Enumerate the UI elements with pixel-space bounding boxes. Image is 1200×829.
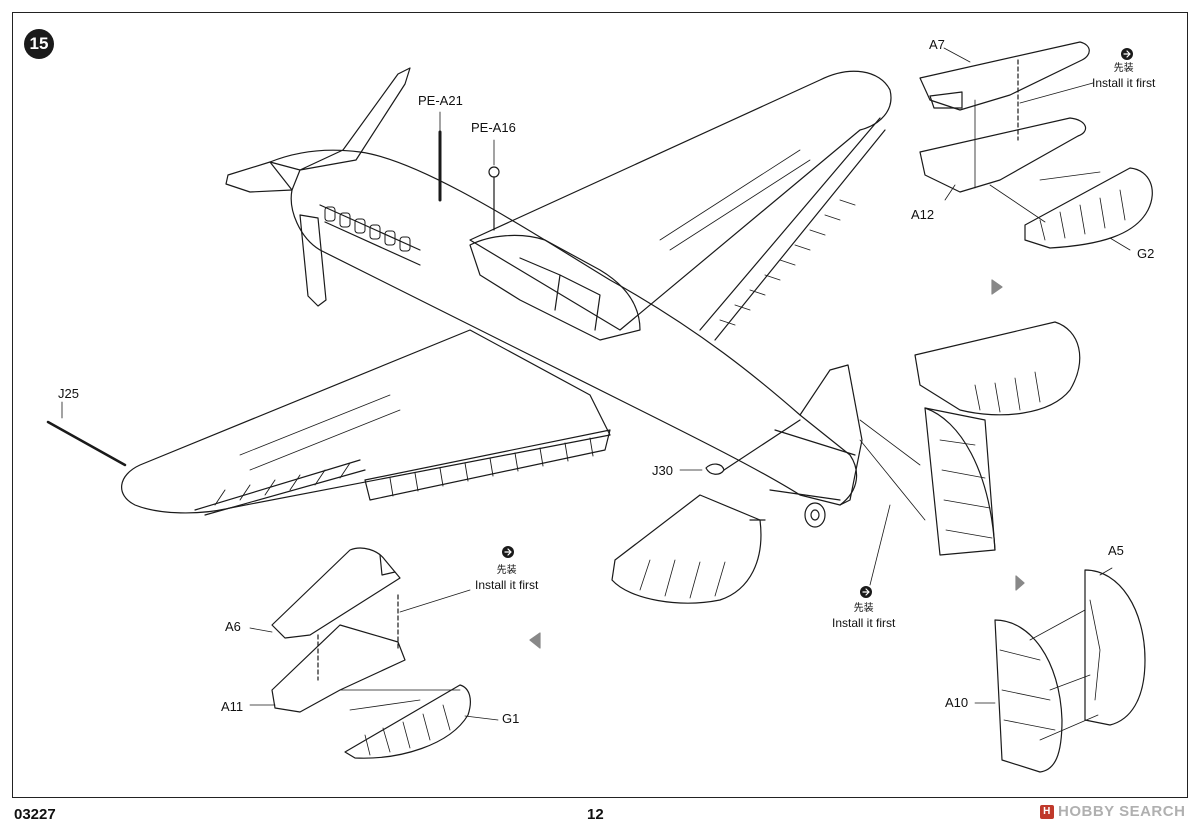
label-j30: J30 <box>652 463 673 478</box>
left-stabilizer-assembled <box>611 494 766 604</box>
aircraft <box>46 67 892 528</box>
label-pe-a21: PE-A21 <box>418 93 463 108</box>
install-first-note-bottom-center: 先装 Install it first <box>832 602 895 630</box>
label-g2: G2 <box>1137 246 1155 261</box>
label-a6: A6 <box>225 619 241 634</box>
install-first-en: Install it first <box>475 578 539 592</box>
install-first-en: Install it first <box>832 616 896 630</box>
rudder-assembly <box>974 567 1146 773</box>
install-first-cn: 先装 <box>853 603 874 614</box>
hobby-search-logo-icon: H <box>1040 805 1054 820</box>
step-number-badge: 15 <box>24 29 54 59</box>
antenna-ring-pe-a16 <box>488 166 500 178</box>
pitot-tube-j25 <box>46 420 127 467</box>
tailwheel <box>804 502 826 528</box>
part-g1 <box>344 684 471 759</box>
label-a10: A10 <box>945 695 969 710</box>
vertical-tail <box>799 364 863 506</box>
left-stabilizer-mid <box>611 494 762 604</box>
propeller-blade-bottom <box>299 214 327 307</box>
left-flap <box>364 429 611 501</box>
label-a11: A11 <box>221 699 244 714</box>
product-code: 03227 <box>14 806 56 823</box>
part-g2 <box>1024 167 1153 249</box>
stabilizer-assembled-right <box>859 321 1081 591</box>
install-first-cn: 先装 <box>496 565 517 576</box>
rudder-assembled <box>924 407 996 556</box>
watermark: H HOBBY SEARCH <box>1040 803 1185 820</box>
right-stabilizer-assembled <box>914 321 1081 416</box>
fuselage <box>269 149 858 506</box>
label-pe-a16: PE-A16 <box>471 120 516 135</box>
propeller-spinner <box>225 161 301 193</box>
stabilizer-assembly-left <box>249 547 541 759</box>
part-a5 <box>1084 569 1146 726</box>
label-a12: A12 <box>911 207 935 222</box>
canopy <box>469 234 641 341</box>
propeller-blade-top <box>299 67 411 171</box>
label-g1: G1 <box>502 711 520 726</box>
part-a10 <box>994 619 1063 773</box>
install-first-note-top-right: 先装 Install it first <box>1092 62 1155 90</box>
label-a7: A7 <box>929 37 945 52</box>
part-a12 <box>919 117 1087 193</box>
part-a7 <box>919 41 1090 111</box>
page-number: 12 <box>587 806 604 823</box>
label-j25: J25 <box>58 386 79 401</box>
part-a6 <box>271 547 401 639</box>
part-a11 <box>271 624 406 713</box>
install-first-en: Install it first <box>1092 76 1156 90</box>
page-frame <box>12 12 1188 798</box>
install-first-icons <box>502 48 1133 598</box>
watermark-text: HOBBY SEARCH <box>1058 803 1186 820</box>
install-first-cn: 先装 <box>1113 63 1134 74</box>
right-wing <box>469 70 892 331</box>
label-a5: A5 <box>1108 543 1124 558</box>
part-j30 <box>705 463 725 475</box>
stabilizer-assembly-right <box>919 41 1153 295</box>
install-first-note-bottom-left: 先装 Install it first <box>475 564 538 592</box>
